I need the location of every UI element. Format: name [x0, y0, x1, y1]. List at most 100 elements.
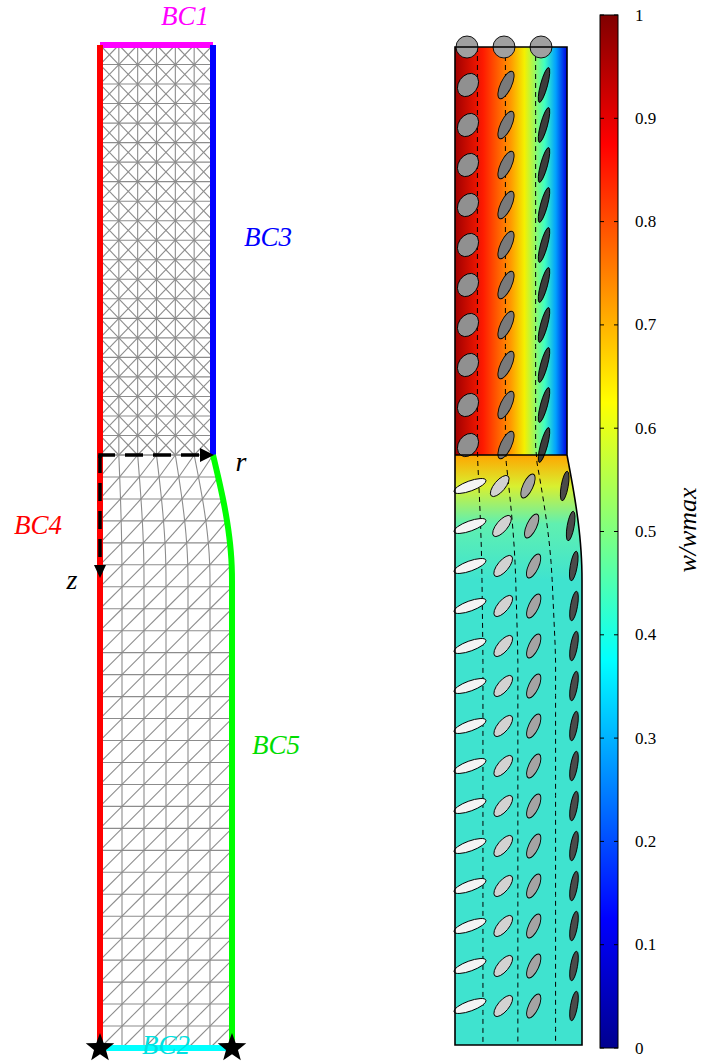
mesh-line	[175, 357, 194, 377]
mesh-line	[202, 477, 218, 499]
mesh-line	[122, 938, 144, 960]
mesh-line	[122, 697, 144, 719]
mesh-line	[119, 162, 138, 182]
mesh-line	[175, 279, 194, 299]
mesh-line	[122, 587, 144, 609]
mesh-line	[119, 221, 138, 241]
molecule-ellipse	[559, 471, 571, 502]
mesh-line	[119, 240, 138, 260]
molecule-ellipse	[495, 429, 518, 461]
boundary-label: BC3	[244, 224, 292, 251]
mesh-line	[210, 982, 232, 1004]
mesh-line	[212, 45, 213, 455]
mesh-line	[119, 143, 138, 163]
mesh-line	[175, 84, 194, 104]
mesh-line	[144, 741, 166, 763]
colorbar-tick	[600, 428, 618, 429]
mesh-line	[210, 565, 232, 587]
mesh-line	[100, 1004, 122, 1026]
mesh-line	[119, 357, 138, 377]
mesh-line	[210, 697, 232, 719]
mesh-line	[175, 396, 194, 416]
mesh-line	[175, 104, 194, 124]
molecule-ellipse	[536, 147, 552, 184]
mesh-line	[138, 65, 157, 85]
mesh-line	[188, 806, 210, 828]
mesh-line	[138, 357, 157, 377]
mesh-line	[159, 455, 175, 477]
molecule-ellipse	[491, 953, 516, 980]
colorbar-tick-label: 1	[635, 7, 644, 24]
mesh-line	[166, 1004, 188, 1026]
mesh-line	[166, 982, 188, 1004]
mesh-line	[175, 65, 194, 85]
mesh-line	[175, 318, 194, 338]
molecule-ellipse	[491, 793, 516, 820]
mesh-line	[138, 201, 157, 221]
mesh-line	[119, 260, 138, 280]
mesh-line	[166, 828, 188, 850]
mesh-line	[119, 65, 138, 85]
director-line	[536, 47, 556, 1045]
molecule-ellipse	[568, 751, 580, 782]
mesh-line	[157, 396, 176, 416]
mesh-line	[188, 609, 210, 631]
molecule-ellipse	[491, 713, 516, 740]
molecule-ellipse	[453, 429, 483, 460]
mesh-line	[166, 565, 188, 587]
mesh-line	[119, 162, 138, 182]
mesh-line	[138, 221, 157, 241]
molecule-ellipse	[452, 995, 487, 1016]
mesh-line	[175, 182, 194, 202]
mesh-line	[141, 477, 159, 499]
mesh-line	[166, 697, 188, 719]
mesh-line	[100, 872, 122, 894]
mesh-line	[119, 201, 138, 221]
mesh-line	[100, 609, 122, 631]
mesh-line	[188, 1004, 210, 1026]
mesh-line	[210, 543, 230, 565]
mesh-line	[210, 960, 232, 982]
molecule-ellipse	[568, 591, 580, 622]
mesh-line	[188, 828, 210, 850]
mesh-line	[100, 44, 213, 45]
field-plot	[452, 36, 582, 1045]
mesh-line	[144, 872, 166, 894]
mesh-line	[210, 916, 232, 938]
mesh-line	[138, 338, 157, 358]
mesh-line	[157, 377, 176, 397]
molecule-ellipse	[489, 513, 514, 540]
corner-star	[86, 1033, 115, 1060]
mesh-line	[142, 499, 161, 521]
mesh-line	[138, 240, 157, 260]
mesh-line	[122, 521, 143, 543]
colorbar-tick	[600, 324, 618, 325]
mesh-line	[157, 260, 176, 280]
mesh-line	[122, 631, 144, 653]
mesh-line	[157, 260, 176, 280]
mesh-line	[157, 143, 176, 163]
molecule-ellipse	[453, 309, 483, 340]
mesh-line	[138, 396, 157, 416]
mesh-line	[175, 318, 194, 338]
molecule-ellipse	[568, 951, 580, 982]
mesh-line	[208, 521, 227, 543]
molecule-ellipse	[453, 269, 483, 300]
mesh-line	[166, 938, 188, 960]
mesh-line	[166, 543, 187, 565]
mesh-line	[144, 762, 166, 784]
mesh-line	[138, 377, 157, 397]
mesh-line	[100, 653, 122, 675]
mesh-line	[175, 143, 194, 163]
mesh-line	[100, 762, 122, 784]
boundary-bc1	[100, 42, 213, 48]
mesh-line	[157, 221, 176, 241]
mesh-line	[138, 357, 157, 377]
boundary-label: BC5	[252, 732, 300, 759]
mesh-line	[100, 741, 122, 763]
mesh-line	[175, 416, 194, 436]
mesh-line	[175, 162, 194, 182]
mesh-line	[100, 587, 122, 609]
